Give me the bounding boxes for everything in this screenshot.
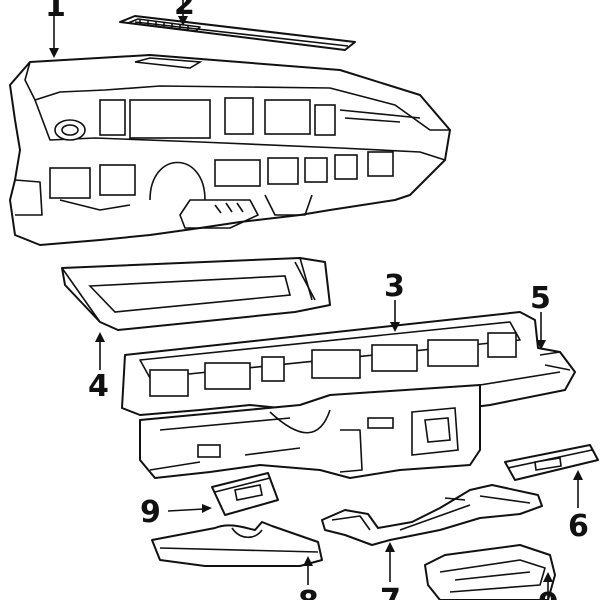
callout-4: 4	[88, 369, 109, 404]
part-brace-duct	[321, 484, 543, 546]
callout-6: 6	[568, 509, 589, 544]
part-upper-trim-bezel	[61, 257, 331, 331]
part-cover-plate-left	[211, 472, 279, 516]
callout-1: 1	[45, 0, 66, 24]
leader-lines	[49, 0, 583, 600]
part-lower-trim-panel	[139, 384, 481, 479]
part-glove-box	[424, 544, 556, 600]
callout-labels: 1 2 3 4 5 6 7 8 9 9	[45, 0, 589, 600]
callout-9-alt: 9	[538, 587, 559, 600]
callout-9: 9	[140, 495, 161, 530]
callout-7: 7	[380, 583, 401, 600]
part-defroster-grille	[119, 15, 356, 51]
part-column-cover	[151, 521, 323, 567]
callout-3: 3	[384, 269, 405, 304]
part-instrument-panel-carrier	[9, 54, 451, 246]
callout-8: 8	[298, 585, 319, 600]
part-cover-plate-right	[504, 444, 599, 481]
callout-5: 5	[530, 281, 551, 316]
callout-2: 2	[174, 0, 195, 22]
